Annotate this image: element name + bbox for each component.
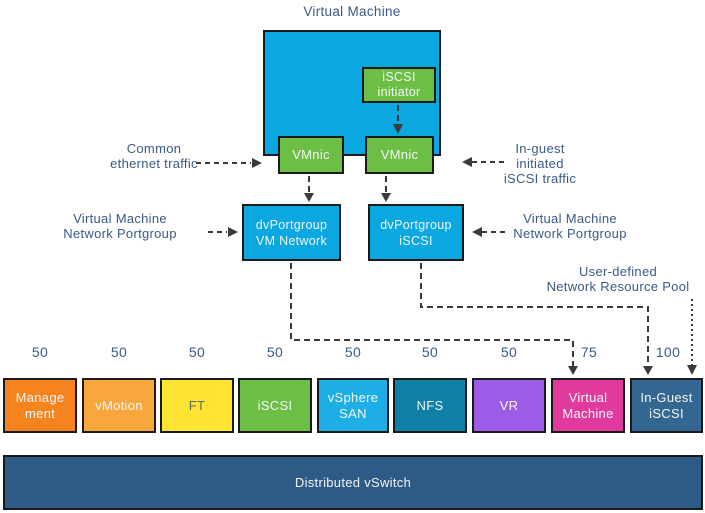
dvportgroup-iscsi-box: dvPortgroup iSCSI [368, 204, 464, 261]
pool-label-line: iSCSI [649, 405, 684, 421]
pool-label-line: Manage [15, 389, 65, 405]
share-value-management: 50 [31, 344, 49, 360]
portgroup-right-line1: Virtual Machine [523, 211, 617, 226]
portgroup-right-line2: Network Portgroup [513, 226, 627, 241]
user-defined-resource-pool-label: User-defined Network Resource Pool [538, 264, 698, 294]
virtual-machine-title: Virtual Machine [303, 4, 401, 19]
common-ethernet-traffic-label: Common ethernet traffic [84, 141, 224, 171]
pool-box-management: Manage ment [3, 378, 77, 433]
pool-label-line: SAN [339, 405, 367, 421]
arrowhead-down-icon [381, 193, 391, 202]
distributed-vswitch-label: Distributed vSwitch [294, 475, 412, 490]
arrowhead-left-icon [462, 157, 472, 167]
pool-box-in-guest-iscsi: In-Guest iSCSI [630, 378, 703, 433]
vmnic-left-box: VMnic [278, 136, 344, 174]
pool-box-iscsi: iSCSI [238, 378, 312, 433]
iscsi-initiator-label-line1: iSCSI [382, 70, 416, 84]
pool-label-line: Virtual [568, 389, 608, 405]
distributed-vswitch-bar: Distributed vSwitch [3, 455, 703, 510]
vmnic-right-box: VMnic [365, 136, 434, 174]
arrowhead-left-icon [472, 227, 482, 237]
dvportgroup-iscsi-line1: dvPortgroup [380, 217, 452, 232]
in-guest-iscsi-traffic-label: In-guest initiated iSCSI traffic [490, 141, 590, 186]
iscsi-initiator-box: iSCSI initiator [362, 67, 436, 103]
vm-network-portgroup-left-label: Virtual Machine Network Portgroup [36, 211, 204, 241]
in-guest-line2: initiated [516, 156, 564, 171]
share-value-in-guest-iscsi: 100 [655, 344, 681, 360]
pool-box-vr: VR [472, 378, 546, 433]
arrowhead-down-icon [568, 366, 578, 375]
vm-network-portgroup-right-label: Virtual Machine Network Portgroup [510, 211, 630, 241]
share-value-virtual-machine: 75 [580, 344, 598, 360]
pool-box-virtual-machine: Virtual Machine [551, 378, 625, 433]
pool-label-line: VR [499, 397, 519, 413]
vmnic-right-label: VMnic [380, 147, 419, 162]
pool-label-line: In-Guest [640, 389, 693, 405]
pool-label-line: NFS [416, 397, 444, 413]
common-ethernet-line1: Common [126, 141, 182, 156]
pool-box-ft: FT [160, 378, 234, 433]
arrowhead-down-icon [304, 193, 314, 202]
portgroup-left-line2: Network Portgroup [63, 226, 177, 241]
arrowhead-down-icon [687, 365, 697, 375]
arrowhead-right-icon [252, 158, 262, 168]
pool-box-nfs: NFS [393, 378, 467, 433]
dvportgroup-iscsi-line2: iSCSI [399, 233, 433, 248]
common-ethernet-line2: ethernet traffic [110, 156, 198, 171]
pool-label-line: iSCSI [257, 397, 293, 413]
pool-label-line: FT [188, 397, 206, 413]
vmnic-left-label: VMnic [292, 147, 330, 162]
share-value-nfs: 50 [421, 344, 439, 360]
arrowhead-right-icon [228, 227, 238, 237]
pool-label-line: ment [24, 405, 56, 421]
dvportgroup-vm-network-box: dvPortgroup VM Network [242, 204, 341, 261]
user-defined-line1: User-defined [578, 264, 658, 279]
pool-label-line: Machine [562, 405, 614, 421]
pool-box-vmotion: vMotion [82, 378, 156, 433]
pool-label-line: vMotion [95, 397, 143, 413]
dvportgroup-vm-network-line1: dvPortgroup [255, 217, 328, 232]
in-guest-line3: iSCSI traffic [503, 171, 577, 186]
share-value-ft: 50 [188, 344, 206, 360]
in-guest-line1: In-guest [515, 141, 565, 156]
iscsi-initiator-label-line2: initiator [377, 85, 421, 99]
share-value-vr: 50 [500, 344, 518, 360]
portgroup-left-line1: Virtual Machine [73, 211, 167, 226]
pool-label-line: vSphere [327, 389, 379, 405]
share-value-vmotion: 50 [110, 344, 128, 360]
arrowhead-down-icon [643, 366, 653, 375]
share-value-vsphere-san: 50 [344, 344, 362, 360]
pool-box-vsphere-san: vSphere SAN [317, 378, 389, 433]
share-value-iscsi: 50 [266, 344, 284, 360]
dvportgroup-vm-network-line2: VM Network [255, 233, 328, 248]
user-defined-line2: Network Resource Pool [546, 279, 690, 294]
